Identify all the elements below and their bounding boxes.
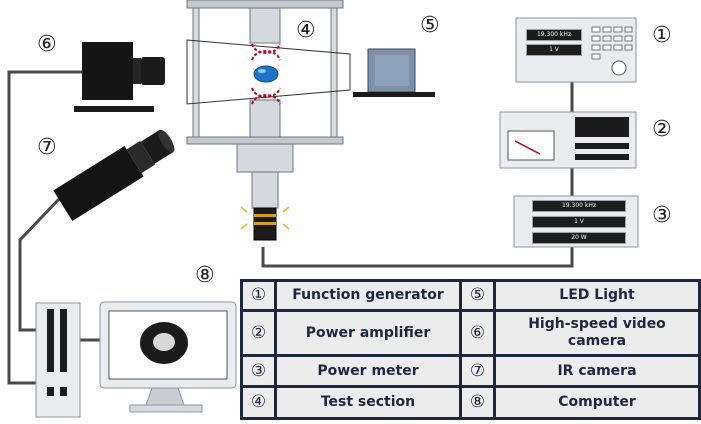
- legend-label: LED Light: [496, 282, 698, 309]
- hsc-lens: [141, 57, 165, 85]
- computer: [35, 301, 237, 418]
- pc-tower: [35, 302, 81, 418]
- cables: [7, 70, 574, 385]
- pm-power-display: 20 W: [532, 232, 626, 244]
- led-base: [353, 92, 435, 97]
- legend-label: Computer: [496, 388, 698, 417]
- legend-number: ⑧: [462, 388, 493, 417]
- hsc-cable: [7, 70, 82, 385]
- fg-frequency-display: 19.300 kHz: [526, 29, 582, 41]
- legend-number: ③: [243, 357, 274, 385]
- light-beam: [186, 39, 351, 105]
- legend-label: Power amplifier: [277, 312, 459, 354]
- frame-rod-left: [192, 7, 200, 138]
- power-amplifier: [499, 111, 637, 169]
- meter-needle: [514, 140, 541, 155]
- legend-number: ②: [243, 312, 274, 354]
- legend-label: Power meter: [277, 357, 459, 385]
- pm-voltage-display: 1 V: [532, 216, 626, 228]
- frame-top-plate: [186, 0, 344, 9]
- callout-power-meter: ③: [652, 203, 672, 228]
- high-speed-camera: [74, 42, 165, 112]
- legend-number: ⑤: [462, 282, 493, 309]
- legend-number: ⑦: [462, 357, 493, 385]
- legend-number: ⑥: [462, 312, 493, 354]
- callout-computer: ⑧: [195, 263, 215, 288]
- monitor-stand: [145, 387, 185, 406]
- amp-display: [575, 117, 629, 137]
- legend-label: Test section: [277, 388, 459, 417]
- callout-power-amplifier: ②: [652, 117, 672, 142]
- legend-label: High-speed video camera: [496, 312, 698, 354]
- hsc-stand: [74, 106, 154, 112]
- callout-function-generator: ①: [652, 23, 672, 48]
- legend-number: ④: [243, 388, 274, 417]
- meter-transducer-cable: [261, 247, 574, 268]
- legend-label: Function generator: [277, 282, 459, 309]
- pm-frequency-display: 19.300 kHz: [532, 200, 626, 212]
- hsc-body: [82, 42, 133, 100]
- horn-neck: [251, 171, 279, 209]
- fg-voltage-display: 1 V: [526, 44, 582, 56]
- callout-test-section: ④: [296, 18, 316, 43]
- frame-rod-right: [330, 7, 338, 138]
- ir-cable: [18, 196, 62, 332]
- led-light: [353, 48, 435, 97]
- legend-label: IR camera: [496, 357, 698, 385]
- frame-bottom-plate: [186, 136, 344, 145]
- pressure-node-top: [251, 43, 281, 54]
- horn-flange: [236, 143, 294, 173]
- legend-number: ①: [243, 282, 274, 309]
- callout-ir-camera: ⑦: [37, 135, 57, 160]
- levitated-droplet: [253, 65, 279, 83]
- reflector-rod: [249, 7, 281, 44]
- legend-table: ① Function generator ⑤ LED Light ② Power…: [240, 279, 701, 420]
- piezo-ring-2: [254, 222, 276, 225]
- callout-led-light: ⑤: [420, 13, 440, 38]
- callout-high-speed-camera: ⑥: [37, 32, 57, 57]
- piezo-ring-1: [254, 214, 276, 217]
- pressure-node-bottom: [251, 87, 281, 98]
- ir-camera: [53, 129, 175, 222]
- horn-upper: [249, 99, 281, 138]
- analog-meter: [507, 130, 555, 161]
- test-section: [186, 0, 351, 241]
- vibration-marks: [240, 206, 290, 230]
